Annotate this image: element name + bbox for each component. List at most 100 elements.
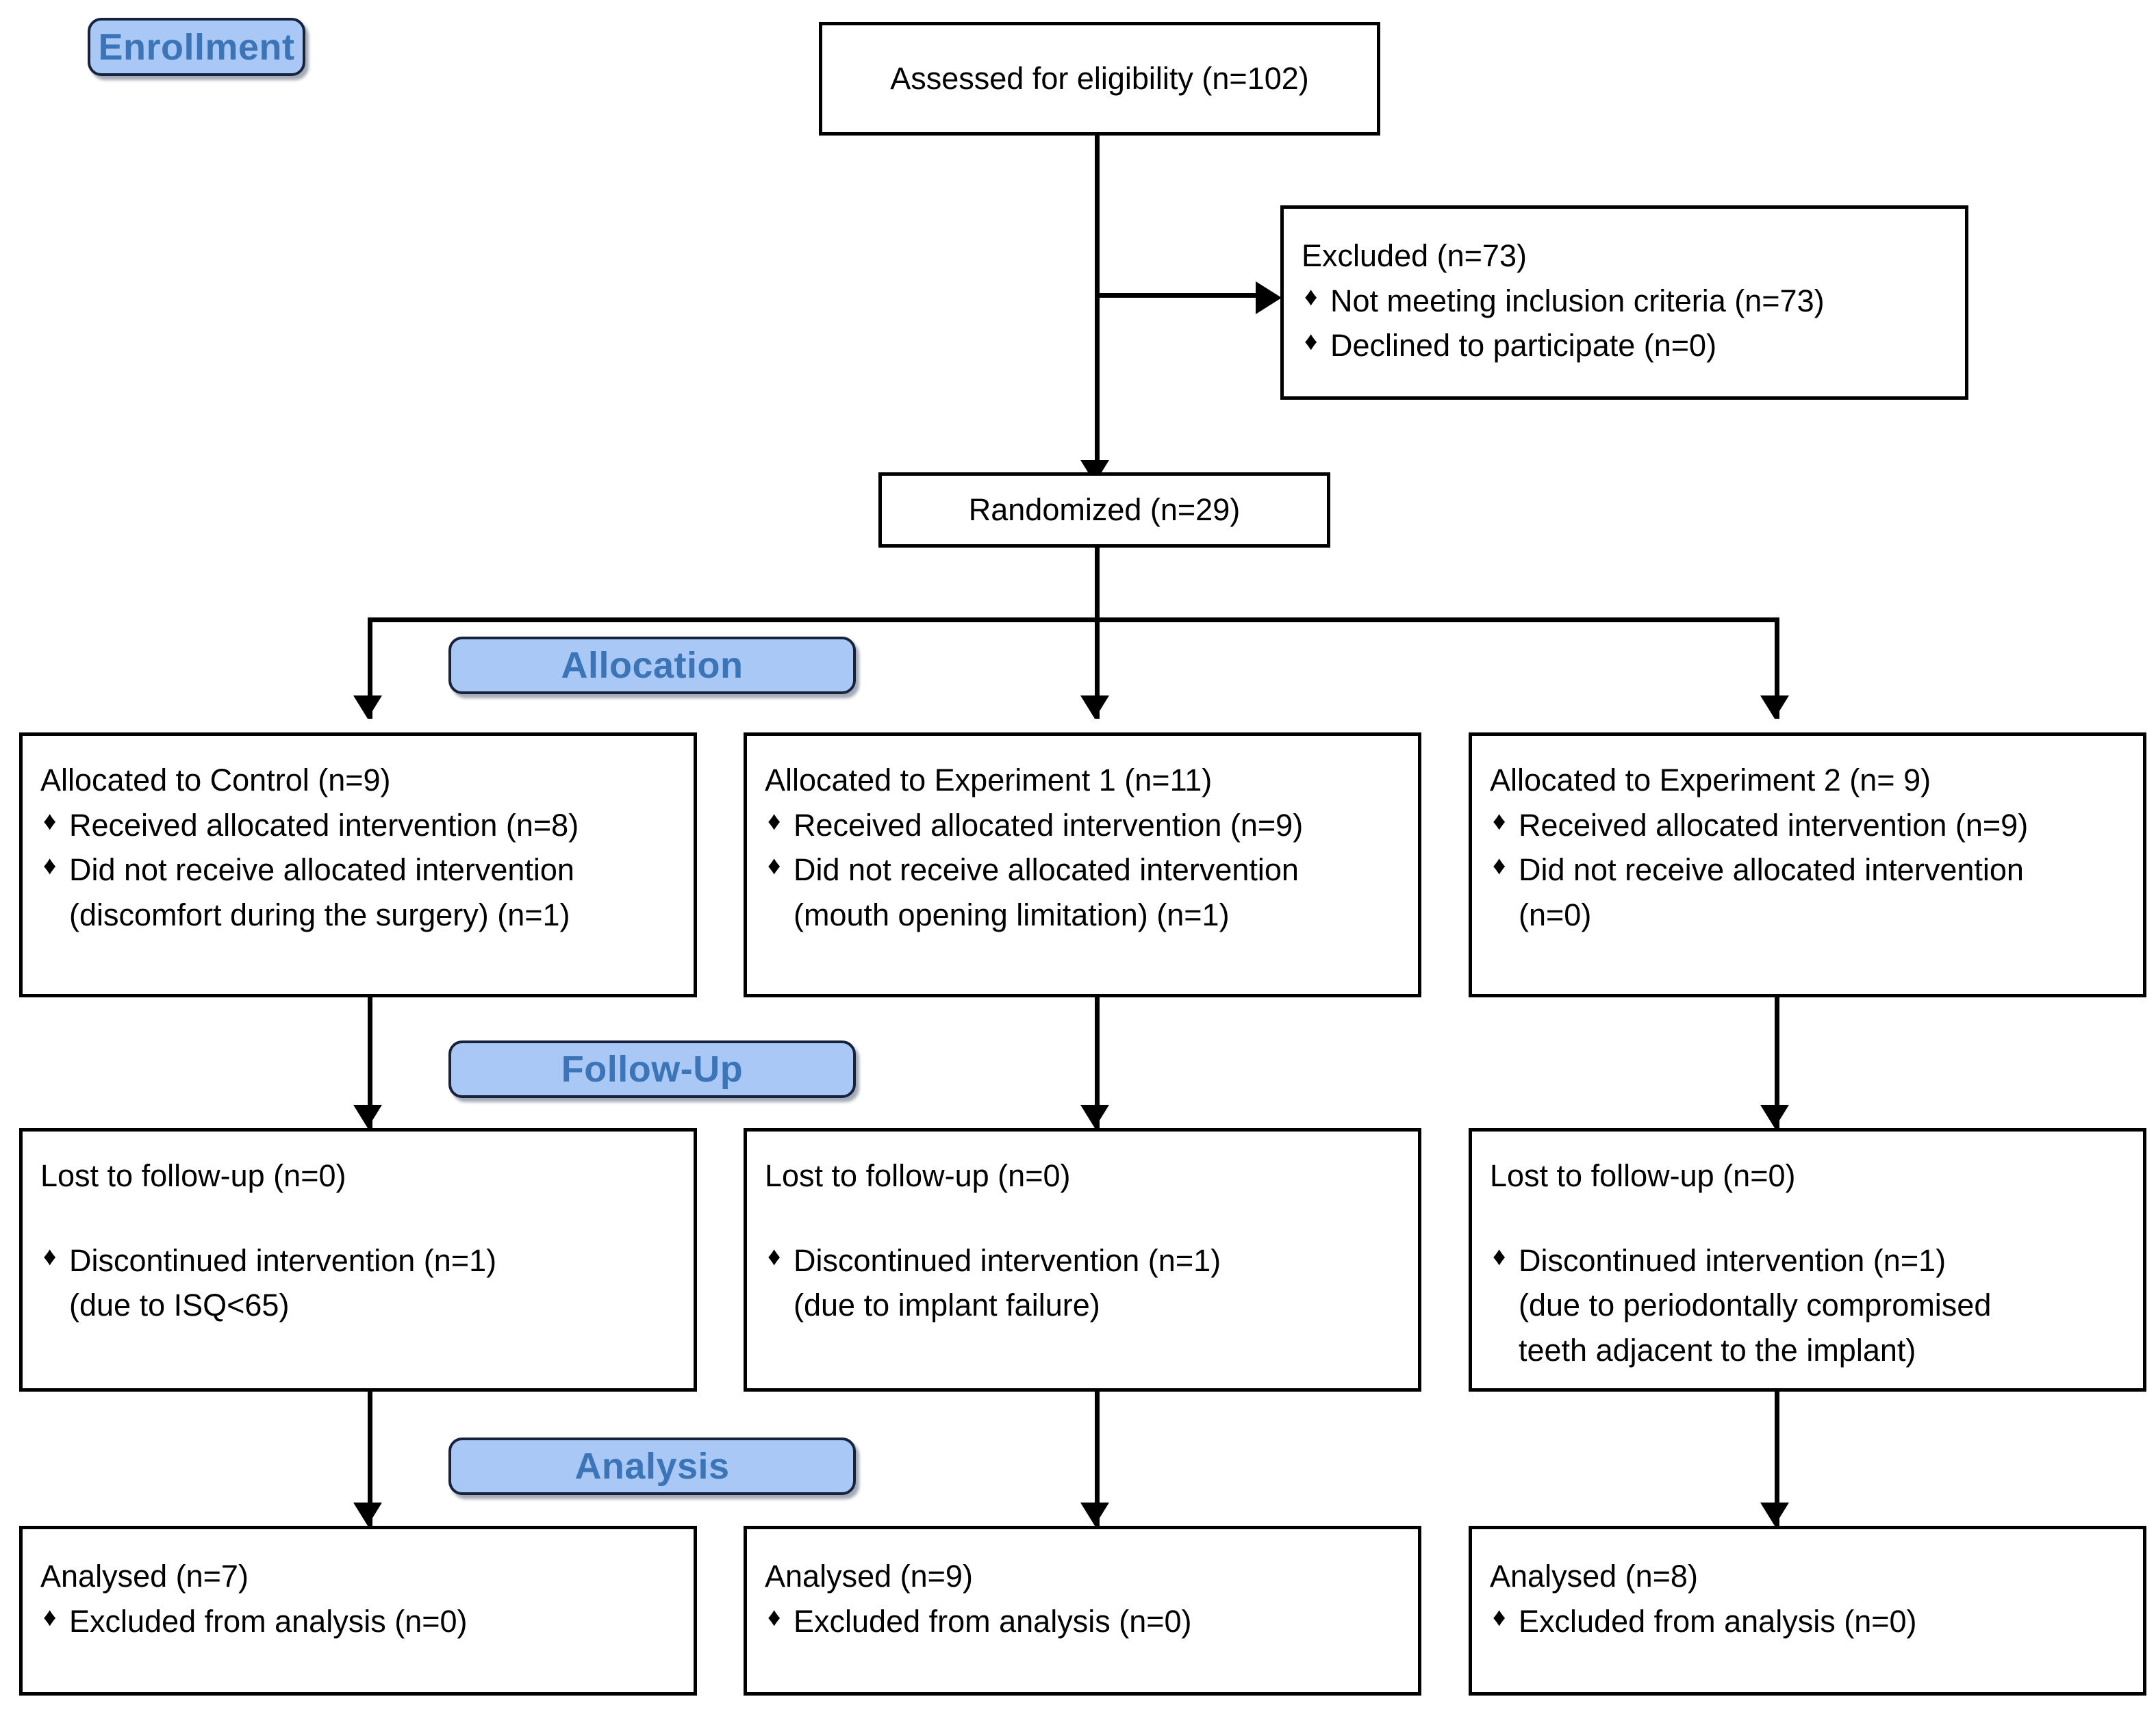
analysis-item-text: Excluded from analysis (n=0) bbox=[794, 1603, 1192, 1639]
allocation-list: ♦ Received allocated intervention (n=9) … bbox=[765, 803, 1400, 938]
followup-list: ♦ Discontinued intervention (n=1) (due t… bbox=[40, 1238, 676, 1328]
connector-allocation-to-followup-3 bbox=[1775, 996, 1779, 1128]
diamond-bullet-icon: ♦ bbox=[1493, 1602, 1506, 1632]
analysis-item-text: Excluded from analysis (n=0) bbox=[1519, 1603, 1917, 1639]
allocation-item-text: Did not receive allocated intervention bbox=[69, 852, 574, 888]
stage-pill-followup: Follow-Up bbox=[448, 1040, 856, 1098]
allocation-item-text: Received allocated intervention (n=8) bbox=[69, 807, 579, 843]
allocation-list: ♦ Received allocated intervention (n=8) … bbox=[40, 803, 676, 938]
box-excluded: Excluded (n=73) ♦ Not meeting inclusion … bbox=[1280, 205, 1968, 400]
diamond-bullet-icon: ♦ bbox=[768, 1242, 781, 1271]
analysis-headline: Analysed (n=8) bbox=[1490, 1559, 1698, 1594]
box-assessed-for-eligibility: Assessed for eligibility (n=102) bbox=[819, 22, 1380, 136]
allocation-headline: Allocated to Control (n=9) bbox=[40, 763, 391, 797]
analysis-list: ♦ Excluded from analysis (n=0) bbox=[40, 1599, 676, 1644]
connector-followup-to-analysis-3 bbox=[1775, 1392, 1779, 1526]
arrow-right-icon-to-excluded bbox=[1256, 281, 1282, 314]
followup-headline: Lost to follow-up (n=0) bbox=[40, 1158, 346, 1193]
excluded-headline: Excluded (n=73) bbox=[1302, 238, 1527, 273]
list-item: ♦ Did not receive allocated intervention… bbox=[1490, 847, 2125, 937]
list-item: ♦ Did not receive allocated intervention… bbox=[765, 847, 1400, 937]
box-followup-experiment-1: Lost to follow-up (n=0) ♦ Discontinued i… bbox=[744, 1128, 1421, 1392]
connector-followup-to-analysis-2 bbox=[1095, 1392, 1100, 1526]
list-item: ♦ Not meeting inclusion criteria (n=73) bbox=[1302, 279, 1947, 324]
blank-line bbox=[765, 1199, 1400, 1238]
box-randomized: Randomized (n=29) bbox=[878, 472, 1330, 548]
stage-pill-analysis: Analysis bbox=[448, 1438, 856, 1495]
box-analysis-control: Analysed (n=7) ♦ Excluded from analysis … bbox=[19, 1526, 697, 1696]
list-item: ♦ Did not receive allocated intervention… bbox=[40, 847, 676, 937]
allocation-item-text: Received allocated intervention (n=9) bbox=[794, 807, 1304, 843]
arrow-down-icon-analysis-1 bbox=[353, 1503, 382, 1526]
connector-allocation-to-followup-1 bbox=[368, 996, 372, 1128]
excluded-list: ♦ Not meeting inclusion criteria (n=73) … bbox=[1302, 279, 1947, 368]
arrow-down-icon-followup-3 bbox=[1760, 1105, 1789, 1128]
analysis-list: ♦ Excluded from analysis (n=0) bbox=[1490, 1599, 2125, 1644]
box-analysis-experiment-2: Analysed (n=8) ♦ Excluded from analysis … bbox=[1469, 1526, 2146, 1696]
diamond-bullet-icon: ♦ bbox=[43, 806, 57, 836]
box-allocation-experiment-2: Allocated to Experiment 2 (n= 9) ♦ Recei… bbox=[1469, 732, 2146, 997]
followup-item-continuation: teeth adjacent to the implant) bbox=[1519, 1333, 1916, 1368]
box-allocation-experiment-1: Allocated to Experiment 1 (n=11) ♦ Recei… bbox=[744, 732, 1421, 997]
allocation-item-text: Did not receive allocated intervention bbox=[1519, 852, 2024, 888]
arrow-down-icon-allocation-1 bbox=[353, 695, 382, 719]
connector-split-to-allocation-3 bbox=[1775, 617, 1779, 719]
connector-assessed-to-randomized bbox=[1095, 135, 1100, 484]
analysis-item-text: Excluded from analysis (n=0) bbox=[69, 1603, 468, 1639]
allocation-headline: Allocated to Experiment 2 (n= 9) bbox=[1490, 763, 1931, 797]
connector-split-bar bbox=[368, 617, 1779, 622]
blank-line bbox=[1490, 1199, 2125, 1238]
connector-randomized-to-split bbox=[1095, 548, 1100, 622]
arrow-down-icon-allocation-3 bbox=[1760, 695, 1789, 719]
stage-pill-enrollment-label: Enrollment bbox=[98, 26, 295, 68]
arrow-down-icon-analysis-2 bbox=[1080, 1503, 1109, 1526]
arrow-down-icon-followup-2 bbox=[1080, 1105, 1109, 1128]
analysis-headline: Analysed (n=7) bbox=[40, 1559, 249, 1594]
list-item: ♦ Received allocated intervention (n=9) bbox=[765, 803, 1400, 848]
list-item: ♦ Excluded from analysis (n=0) bbox=[765, 1599, 1400, 1644]
excluded-item-text: Not meeting inclusion criteria (n=73) bbox=[1330, 283, 1825, 318]
arrow-down-icon-allocation-2 bbox=[1080, 695, 1109, 719]
allocation-headline: Allocated to Experiment 1 (n=11) bbox=[765, 763, 1213, 797]
diamond-bullet-icon: ♦ bbox=[1493, 806, 1506, 836]
box-allocation-control: Allocated to Control (n=9) ♦ Received al… bbox=[19, 732, 697, 997]
diamond-bullet-icon: ♦ bbox=[768, 1602, 781, 1632]
diamond-bullet-icon: ♦ bbox=[768, 806, 781, 836]
arrow-down-icon-analysis-3 bbox=[1760, 1503, 1789, 1526]
allocation-item-continuation: (discomfort during the surgery) (n=1) bbox=[69, 897, 570, 933]
diamond-bullet-icon: ♦ bbox=[1493, 852, 1506, 881]
diamond-bullet-icon: ♦ bbox=[768, 852, 781, 881]
box-followup-control: Lost to follow-up (n=0) ♦ Discontinued i… bbox=[19, 1128, 697, 1392]
allocation-item-continuation: (mouth opening limitation) (n=1) bbox=[794, 897, 1230, 933]
blank-line bbox=[40, 1199, 676, 1238]
stage-pill-allocation: Allocation bbox=[448, 637, 856, 694]
stage-pill-followup-label: Follow-Up bbox=[561, 1049, 744, 1090]
followup-item-continuation: (due to implant failure) bbox=[794, 1288, 1100, 1323]
followup-item-continuation: (due to periodontally compromised bbox=[1519, 1288, 1992, 1323]
connector-allocation-to-followup-2 bbox=[1095, 996, 1100, 1128]
followup-headline: Lost to follow-up (n=0) bbox=[1490, 1158, 1796, 1193]
diamond-bullet-icon: ♦ bbox=[43, 1242, 57, 1271]
stage-pill-allocation-label: Allocation bbox=[561, 645, 744, 686]
connector-followup-to-analysis-1 bbox=[368, 1392, 372, 1526]
arrow-down-icon-followup-1 bbox=[353, 1105, 382, 1128]
followup-headline: Lost to follow-up (n=0) bbox=[765, 1158, 1071, 1193]
excluded-item-text: Declined to participate (n=0) bbox=[1330, 328, 1717, 363]
allocation-item-continuation: (n=0) bbox=[1519, 897, 1592, 933]
diamond-bullet-icon: ♦ bbox=[43, 852, 57, 881]
list-item: ♦ Received allocated intervention (n=8) bbox=[40, 803, 676, 848]
list-item: ♦ Discontinued intervention (n=1) (due t… bbox=[765, 1238, 1400, 1328]
diamond-bullet-icon: ♦ bbox=[1493, 1242, 1506, 1271]
allocation-list: ♦ Received allocated intervention (n=9) … bbox=[1490, 803, 2125, 938]
stage-pill-analysis-label: Analysis bbox=[574, 1446, 730, 1487]
followup-item-text: Discontinued intervention (n=1) bbox=[794, 1242, 1221, 1278]
diamond-bullet-icon: ♦ bbox=[1304, 282, 1318, 311]
followup-list: ♦ Discontinued intervention (n=1) (due t… bbox=[765, 1238, 1400, 1328]
followup-list: ♦ Discontinued intervention (n=1) (due t… bbox=[1490, 1238, 2125, 1373]
allocation-item-text: Did not receive allocated intervention bbox=[794, 852, 1299, 888]
box-analysis-experiment-1: Analysed (n=9) ♦ Excluded from analysis … bbox=[744, 1526, 1421, 1696]
followup-item-continuation: (due to ISQ<65) bbox=[69, 1288, 290, 1323]
followup-item-text: Discontinued intervention (n=1) bbox=[69, 1242, 497, 1278]
stage-pill-enrollment: Enrollment bbox=[88, 18, 305, 76]
